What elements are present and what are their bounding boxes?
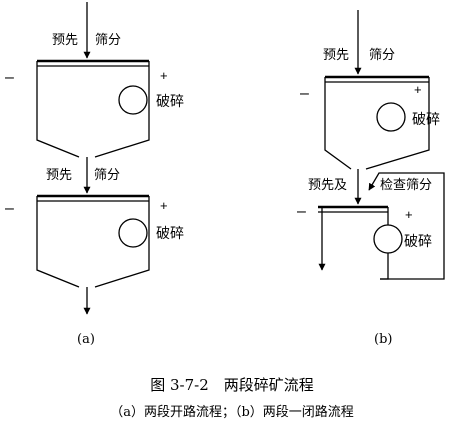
- crusher-discharge: [380, 253, 389, 280]
- screen-label-left: 预先及: [308, 178, 347, 193]
- crusher-label: 破碎: [404, 234, 432, 250]
- diagram-a: 预先 筛分 – + 破碎 预先 筛分 – + 破碎 (a): [5, 2, 184, 347]
- diagram-b: 预先 筛分 – + 破碎 预先及 检查筛分 – + 破碎 (b): [297, 10, 445, 347]
- crusher-circle: [118, 218, 148, 248]
- undersize-minus-sign: –: [300, 85, 309, 102]
- screen-label-left: 预先: [46, 168, 72, 183]
- undersize-minus-sign: –: [5, 200, 14, 217]
- screen-label-right: 筛分: [94, 168, 120, 183]
- figure-caption-subtitle: （a）两段开路流程；（b）两段一闭路流程: [110, 404, 354, 420]
- screen-label-left: 预先: [323, 48, 349, 63]
- screen-label-right: 筛分: [369, 48, 395, 63]
- screen-label-right: 筛分: [95, 33, 121, 48]
- sub-label-a: (a): [77, 332, 95, 347]
- crusher-label: 破碎: [156, 226, 184, 242]
- undersize-minus-sign: –: [5, 69, 14, 86]
- oversize-plus-sign: +: [160, 198, 168, 213]
- screen-label-left: 预先: [52, 33, 78, 48]
- crusher-body: [324, 77, 430, 170]
- crusher-circle: [373, 224, 403, 254]
- sub-label-b: (b): [374, 332, 392, 347]
- crusher-body: [36, 196, 150, 288]
- crusher-label: 破碎: [412, 112, 440, 128]
- undersize-minus-sign: –: [297, 203, 306, 220]
- oversize-plus-sign: +: [405, 207, 413, 222]
- crusher-label: 破碎: [156, 94, 184, 110]
- crusher-body: [36, 61, 150, 158]
- crusher-circle: [376, 102, 406, 132]
- oversize-plus-sign: +: [160, 68, 168, 83]
- recycle-loop-arrow: [368, 172, 445, 280]
- figure-caption-title: 图 3-7-2 两段碎矿流程: [150, 376, 314, 394]
- oversize-plus-sign: +: [414, 82, 422, 97]
- crusher-circle: [118, 85, 148, 115]
- screen-label-right: 检查筛分: [380, 178, 432, 193]
